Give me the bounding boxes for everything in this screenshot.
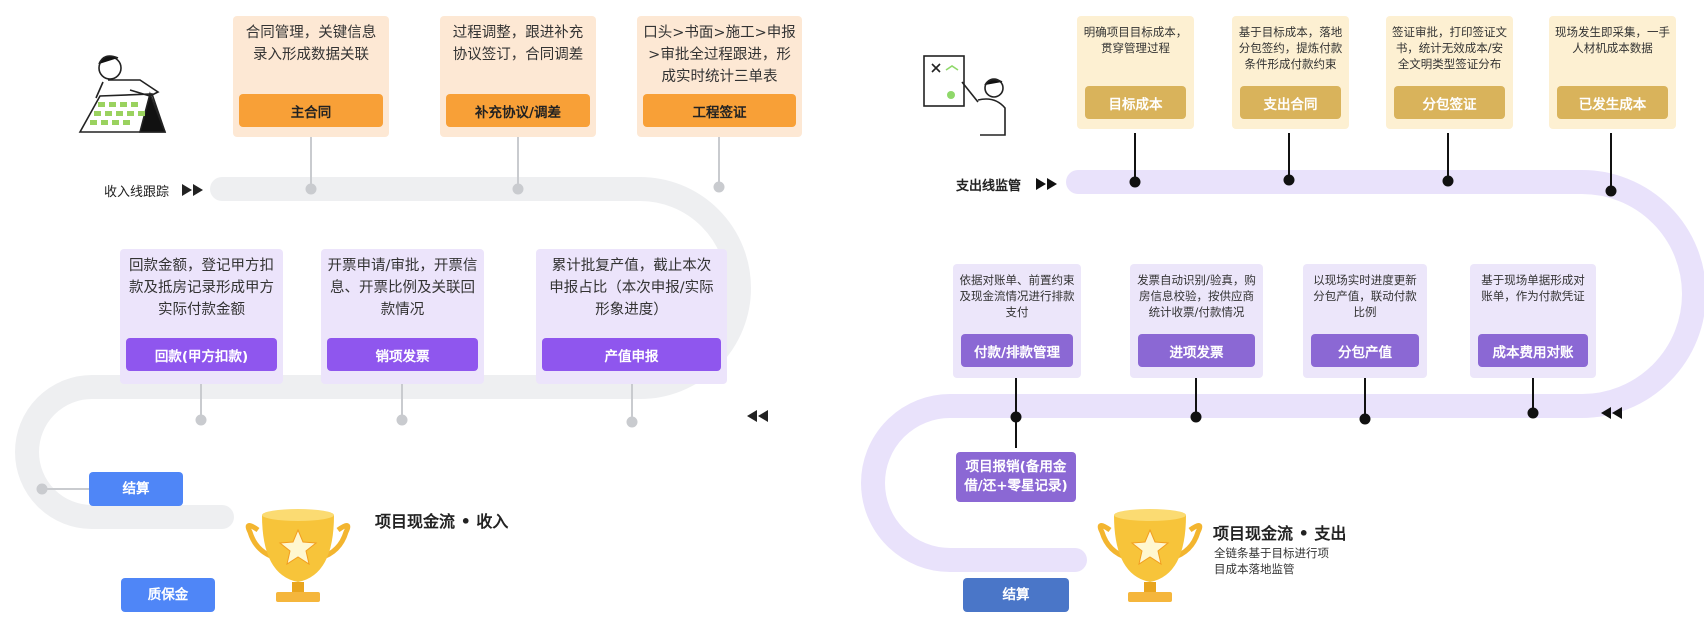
supplement-button[interactable]: 补充协议/调差	[446, 94, 590, 127]
reimburse-button[interactable]: 项目报销(备用金借/还+零星记录)	[956, 452, 1076, 502]
card-main-contract[interactable]: 合同管理，关键信息录入形成数据关联 主合同	[233, 16, 389, 137]
expense-play-arrows	[1036, 178, 1622, 419]
visa-button[interactable]: 工程签证	[643, 94, 796, 127]
sub-visa-button[interactable]: 分包签证	[1394, 86, 1505, 119]
card-desc: 明确项目目标成本，贯穿管理过程	[1083, 25, 1188, 55]
card-input-invoice[interactable]: 发票自动识别/验真，购房信息校验，按供应商统计收票/付款情况 进项发票	[1130, 264, 1263, 378]
income-connectors	[36, 137, 725, 495]
person-calendar-illustration	[78, 55, 167, 133]
card-desc: 口头>书面>施工>申报>审批全过程跟进，形成实时统计三单表	[643, 25, 796, 85]
card-incurred-cost[interactable]: 现场发生即采集，一手人材机成本数据 已发生成本	[1549, 16, 1676, 129]
card-target-cost[interactable]: 明确项目目标成本，贯穿管理过程 目标成本	[1077, 16, 1194, 129]
expense-title: 项目现金流 • 支出	[1213, 524, 1347, 543]
retention-button[interactable]: 质保金	[121, 578, 215, 612]
trophy-icon-expense	[1097, 509, 1203, 602]
income-settle-button[interactable]: 结算	[89, 472, 183, 506]
card-desc: 合同管理，关键信息录入形成数据关联	[245, 25, 377, 63]
income-title: 项目现金流 • 收入	[375, 512, 509, 531]
output-value-button[interactable]: 产值申报	[542, 338, 721, 371]
card-supplement[interactable]: 过程调整，跟进补充协议签订，合同调差 补充协议/调差	[440, 16, 596, 137]
incurred-cost-button[interactable]: 已发生成本	[1557, 86, 1668, 119]
expense-track	[861, 170, 1704, 572]
card-sub-output[interactable]: 以现场实时进度更新分包产值，联动付款比例 分包产值	[1303, 264, 1427, 378]
card-desc: 发票自动识别/验真，购房信息校验，按供应商统计收票/付款情况	[1137, 273, 1256, 319]
sub-output-button[interactable]: 分包产值	[1311, 334, 1419, 367]
income-track-label: 收入线跟踪	[104, 185, 170, 200]
card-sub-visa[interactable]: 签证审批，打印签证文书，统计无效成本/安全文明类型签证分布 分包签证	[1386, 16, 1513, 129]
card-desc: 现场发生即采集，一手人材机成本数据	[1555, 25, 1670, 55]
card-desc: 累计批复产值，截止本次申报占比（本次申报/实际形象进度）	[549, 258, 714, 318]
income-play-arrows	[182, 184, 768, 422]
expense-contract-button[interactable]: 支出合同	[1240, 86, 1341, 119]
card-desc: 以现场实时进度更新分包产值，联动付款比例	[1313, 273, 1417, 319]
card-desc: 基于现场单据形成对账单，作为付款凭证	[1481, 273, 1585, 303]
card-desc: 回款金额，登记甲方扣款及抵房记录形成甲方实际付款金额	[129, 258, 274, 318]
payment-back-button[interactable]: 回款(甲方扣款)	[126, 338, 277, 371]
card-desc: 依据对账单、前置约束及现金流情况进行排款支付	[959, 273, 1075, 319]
card-cost-reconcile[interactable]: 基于现场单据形成对账单，作为付款凭证 成本费用对账	[1470, 264, 1596, 378]
person-document-illustration	[923, 55, 1006, 136]
card-payment-mgmt[interactable]: 依据对账单、前置约束及现金流情况进行排款支付 付款/排款管理	[953, 264, 1081, 378]
target-cost-button[interactable]: 目标成本	[1085, 86, 1186, 119]
expense-settle-button[interactable]: 结算	[963, 578, 1069, 612]
card-visa[interactable]: 口头>书面>施工>申报>审批全过程跟进，形成实时统计三单表 工程签证	[637, 16, 802, 137]
card-expense-contract[interactable]: 基于目标成本，落地分包签约，提炼付款条件形成付款约束 支出合同	[1232, 16, 1349, 129]
main-contract-button[interactable]: 主合同	[239, 94, 383, 127]
expense-subtitle: 全链条基于目标进行项目成本落地监管	[1214, 546, 1329, 576]
card-desc: 开票申请/审批，开票信息、开票比例及关联回款情况	[327, 258, 478, 318]
payment-mgmt-button[interactable]: 付款/排款管理	[961, 334, 1073, 367]
card-output-invoice[interactable]: 开票申请/审批，开票信息、开票比例及关联回款情况 销项发票	[321, 249, 484, 384]
output-invoice-button[interactable]: 销项发票	[327, 338, 478, 371]
income-track	[15, 177, 751, 529]
card-desc: 基于目标成本，落地分包签约，提炼付款条件形成付款约束	[1238, 25, 1343, 71]
card-desc: 过程调整，跟进补充协议签订，合同调差	[452, 25, 584, 63]
input-invoice-button[interactable]: 进项发票	[1138, 334, 1255, 367]
expense-track-label: 支出线监管	[956, 179, 1022, 194]
expense-connectors	[1010, 133, 1617, 448]
card-payment-back[interactable]: 回款金额，登记甲方扣款及抵房记录形成甲方实际付款金额 回款(甲方扣款)	[120, 249, 283, 384]
cost-reconcile-button[interactable]: 成本费用对账	[1478, 334, 1588, 367]
trophy-icon-income	[245, 509, 351, 602]
card-output-value[interactable]: 累计批复产值，截止本次申报占比（本次申报/实际形象进度） 产值申报	[536, 249, 727, 384]
card-desc: 签证审批，打印签证文书，统计无效成本/安全文明类型签证分布	[1392, 25, 1507, 71]
